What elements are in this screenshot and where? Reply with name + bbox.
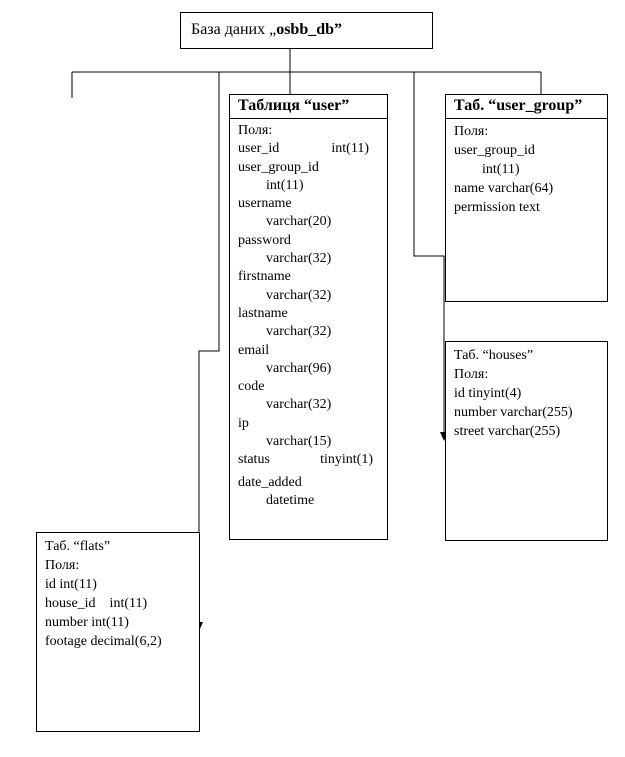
table-user-group: Таб. “user_group” Поля: user_group_id in… <box>445 94 608 302</box>
table-houses-title: Таб. “houses” <box>454 348 534 363</box>
field-row: status tinyint(1) <box>238 451 379 469</box>
field-name: code <box>238 379 265 395</box>
database-suffix: ” <box>334 21 343 38</box>
table-flats-content: Таб. “flats” Поля: id int(11) house_id i… <box>37 533 199 651</box>
field-line: number int(11) <box>45 615 129 630</box>
database-prefix: База даних „ <box>191 21 277 38</box>
field-type: int(11) <box>482 162 520 177</box>
field-name: status <box>238 452 270 468</box>
field-name: user_group_id <box>454 143 535 158</box>
table-flats: Таб. “flats” Поля: id int(11) house_id i… <box>36 532 200 732</box>
field-name: password <box>238 232 291 248</box>
table-flats-title: Таб. “flats” <box>45 539 111 554</box>
table-user-title: Таблиця “user” <box>230 95 387 119</box>
field-name: firstname <box>238 269 291 285</box>
field-row: user_id int(11) <box>238 140 379 158</box>
database-name: osbb_db <box>276 21 335 38</box>
field-line: id int(11) <box>45 577 97 592</box>
field-line: name varchar(64) <box>454 181 554 196</box>
field-line: house_id int(11) <box>45 596 148 611</box>
field-type: varchar(20) <box>266 214 332 230</box>
field-type: varchar(32) <box>266 324 332 340</box>
fields-label: Поля: <box>45 558 80 573</box>
table-user-fields: Поля: user_id int(11) user_group_id int(… <box>230 119 387 510</box>
field-type: int(11) <box>331 141 369 157</box>
table-houses: Таб. “houses” Поля: id tinyint(4) number… <box>445 341 608 541</box>
field-type: tinyint(1) <box>320 452 373 468</box>
houses-route-line <box>413 72 445 434</box>
database-box: База даних „osbb_db” <box>180 12 433 49</box>
field-line: permission text <box>454 200 540 215</box>
field-line: number varchar(255) <box>454 405 573 420</box>
table-houses-content: Таб. “houses” Поля: id tinyint(4) number… <box>446 342 607 441</box>
table-user: Таблиця “user” Поля: user_id int(11) use… <box>229 94 388 540</box>
field-name: ip <box>238 415 249 431</box>
field-type: varchar(15) <box>266 434 332 450</box>
field-name: user_id <box>238 141 280 157</box>
field-line: street varchar(255) <box>454 424 561 439</box>
field-type: datetime <box>266 492 315 508</box>
field-name: lastname <box>238 305 288 321</box>
field-type: varchar(32) <box>266 287 332 303</box>
field-type: varchar(96) <box>266 360 332 376</box>
fields-label: Поля: <box>238 123 273 138</box>
field-name: user_group_id <box>238 159 319 175</box>
table-user-group-fields: Поля: user_group_id int(11) name varchar… <box>446 119 607 217</box>
table-user-group-title: Таб. “user_group” <box>446 95 607 119</box>
field-type: varchar(32) <box>266 251 332 267</box>
field-type: int(11) <box>266 177 304 193</box>
field-name: email <box>238 342 270 358</box>
flats-route-line <box>198 72 220 624</box>
field-name: date_added <box>238 474 302 490</box>
fields-label: Поля: <box>454 367 489 382</box>
field-name: username <box>238 196 292 212</box>
fields-label: Поля: <box>454 124 489 139</box>
field-line: footage decimal(6,2) <box>45 634 162 649</box>
field-line: id tinyint(4) <box>454 386 522 401</box>
field-type: varchar(32) <box>266 397 332 413</box>
